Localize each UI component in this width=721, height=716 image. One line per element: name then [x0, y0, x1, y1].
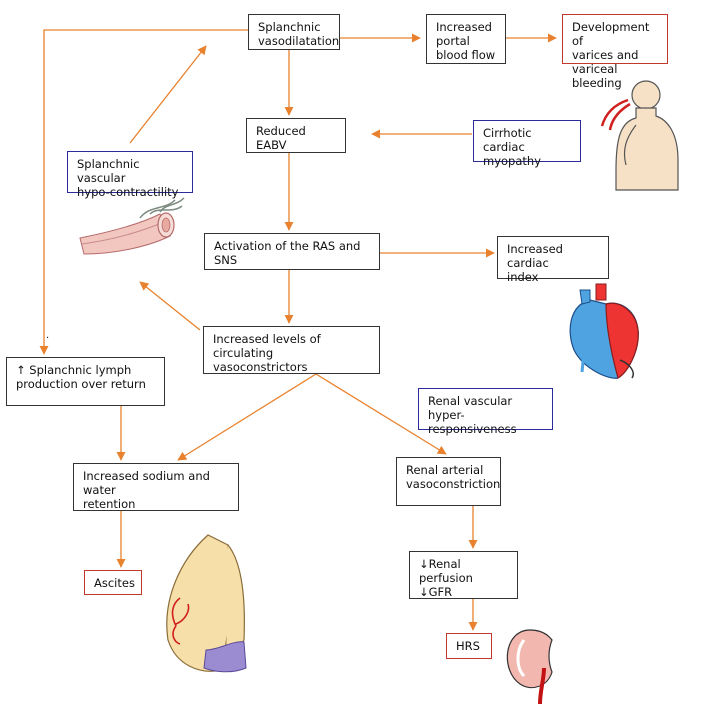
node-increased-portal-flow: Increased portal blood flow [426, 14, 506, 64]
node-ascites: Ascites [84, 570, 142, 595]
kidney-icon [506, 629, 553, 705]
arrow-hypocontractility-to-vasodilatation [129, 45, 207, 144]
node-sodium-water: Increased sodium and water retention [73, 463, 239, 511]
bleeding-person-icon [615, 80, 679, 191]
node-lymph-production: ↑ Splanchnic lymph production over retur… [6, 357, 165, 406]
arrow-vasoconstrictors-to-renal [315, 373, 447, 455]
node-renal-perfusion: ↓Renal perfusion ↓GFR [409, 551, 518, 599]
node-renal-vasoconstriction: Renal arterial vasoconstriction [396, 457, 501, 506]
pregnant-abdomen-icon [166, 534, 247, 673]
stray-dot: . [46, 330, 49, 341]
node-hypo-contractility: Splanchnic vascular hypo-contractility [67, 151, 193, 199]
node-varices: Development of varices and variceal blee… [562, 14, 668, 90]
arrow-vasodilatation-to-lymph [39, 29, 248, 355]
node-increased-cardiac-index: Increased cardiac index [497, 236, 609, 284]
node-renal-hyper: Renal vascular hyper- responsiveness [418, 388, 553, 436]
node-activation-ras-sns: Activation of the RAS and SNS [204, 233, 380, 270]
heart-icon [569, 283, 639, 379]
bleeding-icon [600, 98, 631, 131]
node-circulating-vasoconstrictors: Increased levels of circulating vasocons… [203, 326, 380, 374]
node-reduced-eabv: Reduced EABV [246, 118, 346, 153]
node-splanchnic-vasodilatation: Splanchnic vasodilatation [248, 14, 340, 50]
node-cirrhotic-cardiac: Cirrhotic cardiac myopathy [473, 120, 581, 168]
node-hrs: HRS [446, 633, 492, 659]
arrow-vasoconstrictors-to-artery [139, 281, 201, 331]
artery-icon [79, 197, 185, 255]
arrow-vasoconstrictors-to-sodium [177, 373, 317, 461]
